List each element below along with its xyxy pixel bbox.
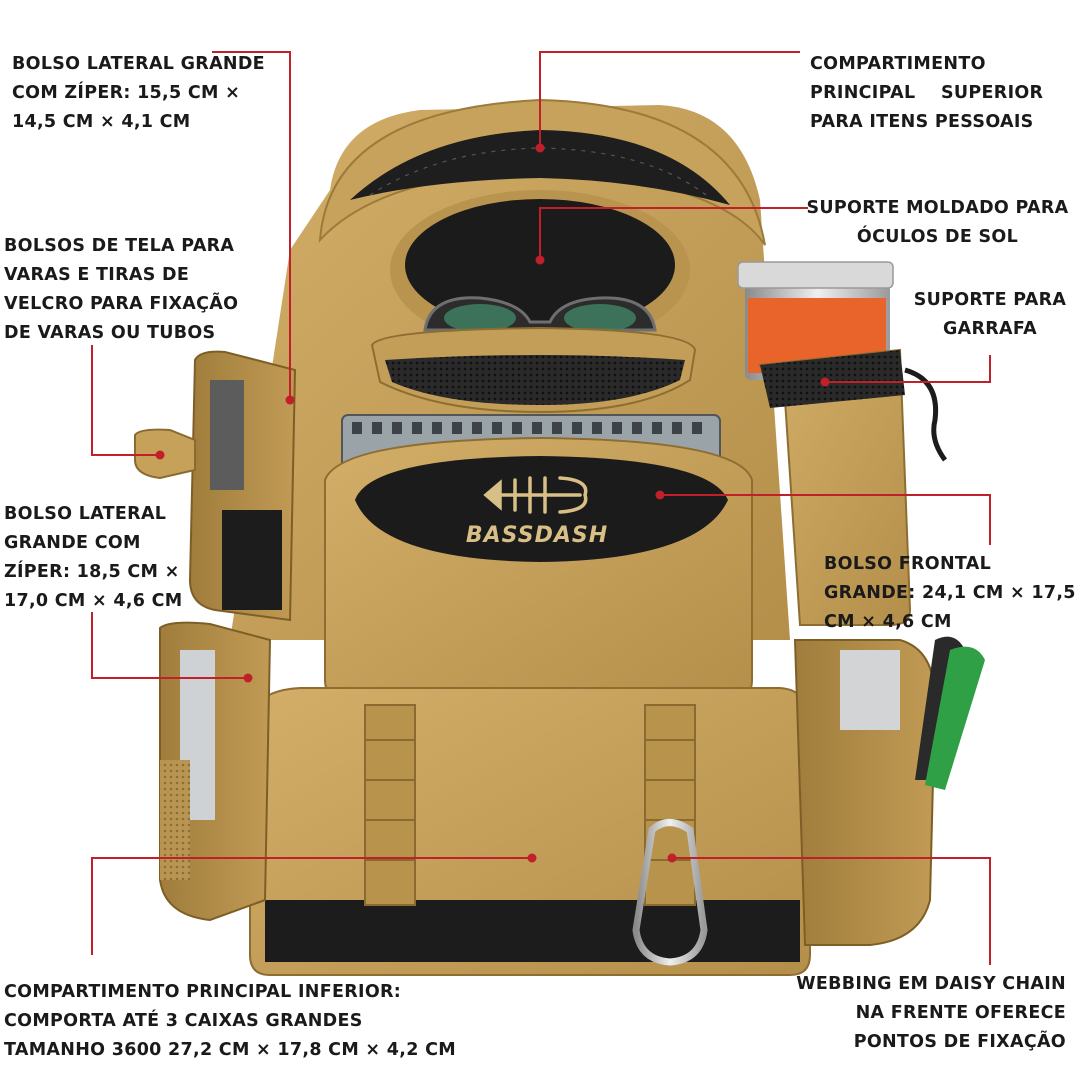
callout-sunglasses: SUPORTE MOLDADO PARA ÓCULOS DE SOL <box>806 198 1069 247</box>
callout-main-upper: COMPARTIMENTO PRINCIPAL SUPERIOR PARA IT… <box>810 54 1044 132</box>
callout-mesh-pockets: BOLSOS DE TELA PARA VARAS E TIRAS DE VEL… <box>4 236 239 343</box>
front-pocket: BASSDASH <box>324 436 753 701</box>
right-side-pockets <box>793 636 985 946</box>
carabiner-icon <box>632 819 708 966</box>
daisy-chain-strap-left <box>364 704 416 906</box>
fish-logo-icon <box>483 476 588 514</box>
sunglasses-holder <box>370 190 697 414</box>
callout-side-pocket-upper: BOLSO LATERAL GRANDE COM ZÍPER: 15,5 CM … <box>12 54 265 132</box>
callout-lines <box>91 51 991 965</box>
callout-dots <box>155 143 830 863</box>
callout-main-lower: COMPARTIMENTO PRINCIPAL INFERIOR: COMPOR… <box>4 982 456 1060</box>
left-side-pockets <box>134 350 297 922</box>
callout-side-pocket-lower: BOLSO LATERAL GRANDE COM ZÍPER: 18,5 CM … <box>4 504 183 611</box>
bottle-holder <box>737 261 948 626</box>
callout-bottle: SUPORTE PARA GARRAFA <box>913 290 1067 339</box>
daisy-chain-strap-right <box>644 704 696 906</box>
bottom-compartment <box>249 687 811 976</box>
brand-logo-text: BASSDASH <box>466 523 608 548</box>
callout-front-pocket: BOLSO FRONTAL GRANDE: 24,1 CM × 17,5 CM … <box>824 554 1076 632</box>
callout-daisy-chain: WEBBING EM DAISY CHAIN NA FRENTE OFERECE… <box>796 974 1066 1052</box>
